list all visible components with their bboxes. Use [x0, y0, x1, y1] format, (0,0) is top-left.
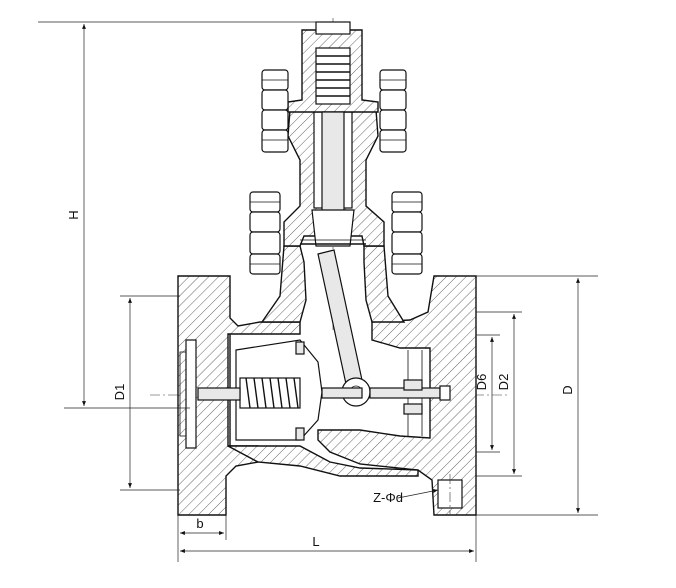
label-D1: D1 [112, 384, 127, 401]
label-H: H [66, 210, 81, 219]
label-b: b [196, 516, 203, 531]
label-L: L [312, 534, 319, 549]
bonnet [283, 21, 385, 247]
nut-lower-left [249, 191, 281, 275]
spring [239, 377, 301, 409]
label-D6: D6 [474, 374, 489, 391]
valve-internals [179, 249, 451, 449]
dimensions [38, 21, 598, 562]
nut-lower-right [391, 191, 423, 275]
nut-upper-right [379, 69, 407, 153]
label-D2: D2 [496, 374, 511, 391]
label-bolt-holes: Z-Φd [373, 490, 403, 505]
nut-upper-left [261, 69, 289, 153]
bolts-upper [261, 69, 407, 153]
bolts-lower [249, 191, 423, 275]
packing-rings [316, 55, 350, 97]
bolt-hole [437, 474, 463, 514]
dimension-labels: H D1 D6 D2 D L b Z-Φd [66, 210, 575, 549]
label-D: D [560, 385, 575, 394]
